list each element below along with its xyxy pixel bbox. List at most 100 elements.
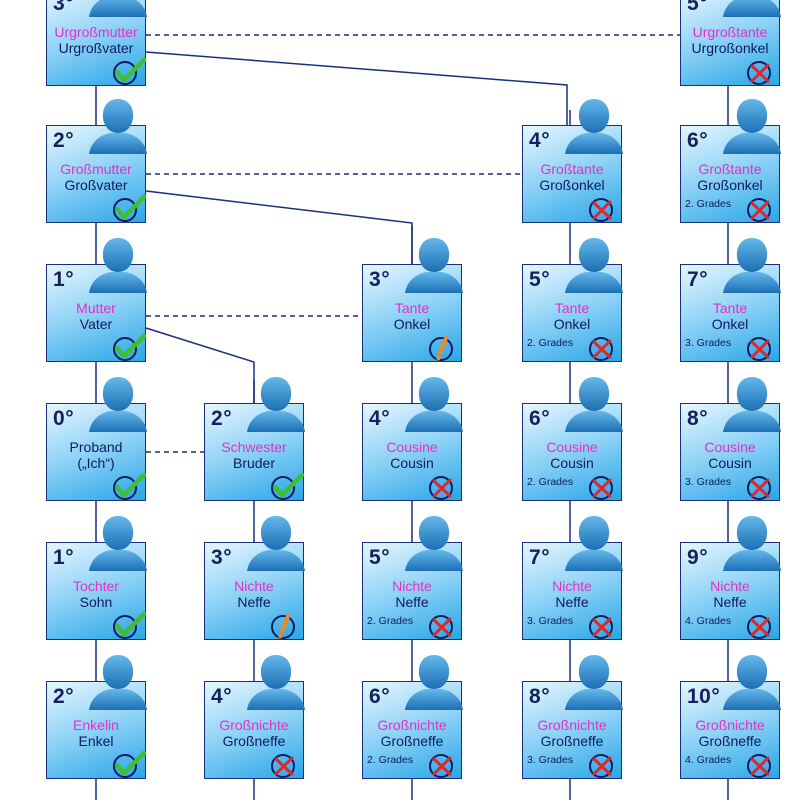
relative-node-proband[interactable]: 0°Proband(„Ich“): [46, 377, 147, 501]
male-label: Großneffe: [540, 733, 604, 749]
grade-label: 2. Grades: [685, 198, 732, 210]
person-silhouette-icon: [405, 655, 463, 710]
degree-label: 2°: [53, 685, 75, 708]
cross-circle-icon: [747, 61, 771, 85]
male-label: Neffe: [237, 594, 271, 610]
female-label: Tante: [712, 300, 748, 316]
female-label: Tante: [554, 300, 590, 316]
cross-circle-icon: [589, 198, 613, 222]
cross-circle-icon: [747, 337, 771, 361]
degree-label: 10°: [687, 685, 721, 708]
person-silhouette-icon: [405, 238, 463, 293]
cross-circle-icon: [747, 476, 771, 500]
male-label: Vater: [79, 316, 113, 332]
person-silhouette-icon: [405, 377, 463, 432]
person-silhouette-icon: [247, 655, 305, 710]
female-label: Großnichte: [695, 717, 765, 733]
degree-label: 3°: [53, 0, 75, 15]
checkmark-icon: [113, 194, 147, 222]
male-label: Enkel: [78, 733, 114, 749]
female-label: Großmutter: [60, 161, 132, 177]
person-silhouette-icon: [247, 516, 305, 571]
male-label: Neffe: [713, 594, 747, 610]
person-silhouette-icon: [723, 377, 781, 432]
male-label: Neffe: [555, 594, 589, 610]
cross-circle-icon: [589, 754, 613, 778]
exclamation-circle-icon: [271, 614, 295, 639]
person-silhouette-icon: [723, 0, 781, 17]
person-silhouette-icon: [723, 516, 781, 571]
person-silhouette-icon: [723, 655, 781, 710]
checkmark-icon: [271, 472, 305, 500]
male-label: Onkel: [553, 316, 591, 332]
exclamation-circle-icon: [429, 336, 453, 361]
degree-label: 6°: [687, 129, 709, 152]
male-label: Großneffe: [222, 733, 286, 749]
degree-label: 4°: [369, 407, 391, 430]
degree-label: 2°: [211, 407, 233, 430]
male-label: Urgroßvater: [58, 40, 134, 56]
grade-label: 2. Grades: [527, 337, 574, 349]
cross-circle-icon: [747, 754, 771, 778]
degree-label: 4°: [529, 129, 551, 152]
degree-label: 7°: [687, 268, 709, 291]
male-label: Großonkel: [697, 177, 763, 193]
female-label: Nichte: [392, 578, 432, 594]
female-label: Tochter: [73, 578, 119, 594]
female-label: Nichte: [552, 578, 592, 594]
female-label: Cousine: [704, 439, 756, 455]
male-label: Cousin: [390, 455, 434, 471]
female-label: Tante: [394, 300, 430, 316]
person-silhouette-icon: [247, 377, 305, 432]
degree-label: 5°: [369, 546, 391, 569]
person-silhouette-icon: [89, 377, 147, 432]
grade-label: 3. Grades: [527, 615, 574, 627]
person-silhouette-icon: [89, 99, 147, 154]
grade-label: 2. Grades: [367, 615, 414, 627]
grade-label: 4. Grades: [685, 615, 732, 627]
male-label: Proband: [69, 439, 123, 455]
male-label: Großneffe: [698, 733, 762, 749]
male-label: Großneffe: [380, 733, 444, 749]
checkmark-icon: [113, 472, 147, 500]
male-label: Bruder: [232, 455, 276, 471]
female-label: Nichte: [234, 578, 274, 594]
cross-circle-icon: [429, 754, 453, 778]
degree-label: 6°: [369, 685, 391, 708]
degree-label: 8°: [529, 685, 551, 708]
person-silhouette-icon: [89, 238, 147, 293]
degree-label: 3°: [369, 268, 391, 291]
female-label: Cousine: [546, 439, 598, 455]
person-silhouette-icon: [89, 0, 147, 17]
male-label: Cousin: [550, 455, 594, 471]
person-silhouette-icon: [89, 516, 147, 571]
male-label: Großvater: [64, 177, 128, 193]
male-label: Sohn: [79, 594, 113, 610]
cross-circle-icon: [589, 337, 613, 361]
grade-label: 3. Grades: [685, 337, 732, 349]
descent-line-grosstante: [145, 51, 568, 125]
